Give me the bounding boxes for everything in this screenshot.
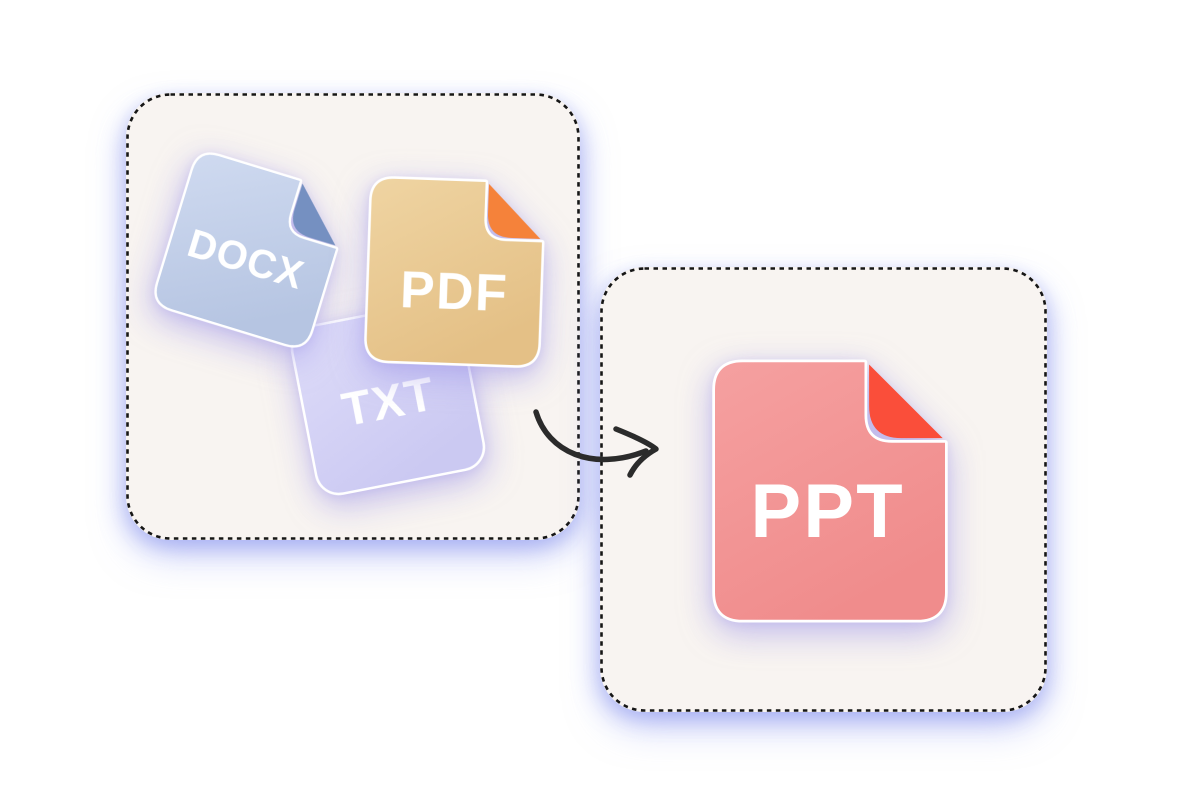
pdf-label: PDF	[399, 260, 509, 322]
conversion-arrow-icon	[533, 409, 659, 478]
output-format-panel: PPT	[600, 267, 1047, 712]
ppt-label: PPT	[750, 469, 905, 554]
ppt-fold-corner	[869, 364, 943, 439]
ppt-file-icon: PPT	[712, 359, 948, 623]
pdf-file-icon: PDF	[364, 176, 545, 368]
pdf-fold-corner	[487, 183, 541, 239]
docx-file-icon: DOCX	[154, 152, 339, 348]
source-formats-panel: TXT DOCX PDF	[126, 93, 580, 540]
